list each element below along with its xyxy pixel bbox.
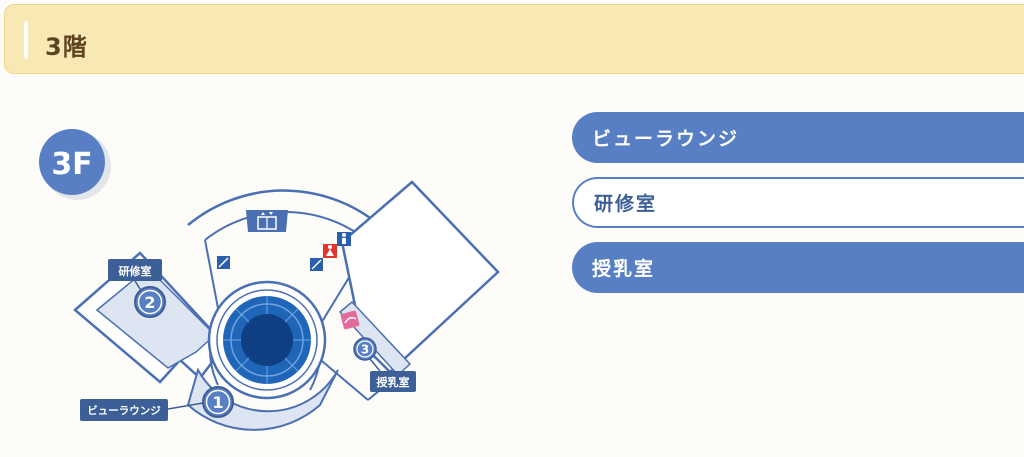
room-button-label: 授乳室: [592, 258, 656, 280]
room-list: ビューラウンジ 研修室 授乳室: [572, 112, 1024, 307]
marker-2[interactable]: 2: [134, 286, 166, 318]
page-title: 3階: [45, 33, 88, 61]
room-button-training-room[interactable]: 研修室: [572, 177, 1024, 228]
header-accent-bar: [24, 21, 28, 59]
room-button-view-lounge[interactable]: ビューラウンジ: [572, 112, 1024, 163]
floor-badge-label: 3F: [51, 147, 92, 182]
escalator-icon: [217, 256, 230, 269]
training-room-label-text: 研修室: [119, 264, 152, 278]
svg-text:1: 1: [212, 393, 223, 412]
floor-header: 3階: [4, 4, 1024, 74]
marker-1[interactable]: 1: [202, 386, 234, 418]
floor-map: 3F: [39, 129, 500, 431]
nursing-room-label[interactable]: 授乳室: [370, 371, 416, 392]
room-button-nursing-room[interactable]: 授乳室: [572, 242, 1024, 293]
nursing-room-label-text: 授乳室: [377, 375, 410, 389]
svg-text:3: 3: [361, 343, 369, 357]
svg-text:2: 2: [144, 293, 155, 312]
room-button-label: 研修室: [594, 193, 658, 215]
restroom-icon: [337, 232, 351, 246]
floor-badge: 3F: [39, 129, 111, 200]
room-button-label: ビューラウンジ: [592, 128, 740, 150]
marker-3[interactable]: 3: [353, 337, 377, 361]
restroom-icon: [323, 244, 337, 258]
training-room-label[interactable]: 研修室: [108, 259, 162, 281]
baby-changing-icon: [340, 310, 360, 330]
view-lounge-label-text: ビューラウンジ: [87, 404, 161, 417]
elevator-icon: [257, 212, 277, 230]
escalator-icon: [310, 258, 323, 271]
view-lounge-label[interactable]: ビューラウンジ: [80, 399, 168, 421]
central-atrium: [207, 280, 327, 400]
elevator[interactable]: [246, 210, 288, 232]
